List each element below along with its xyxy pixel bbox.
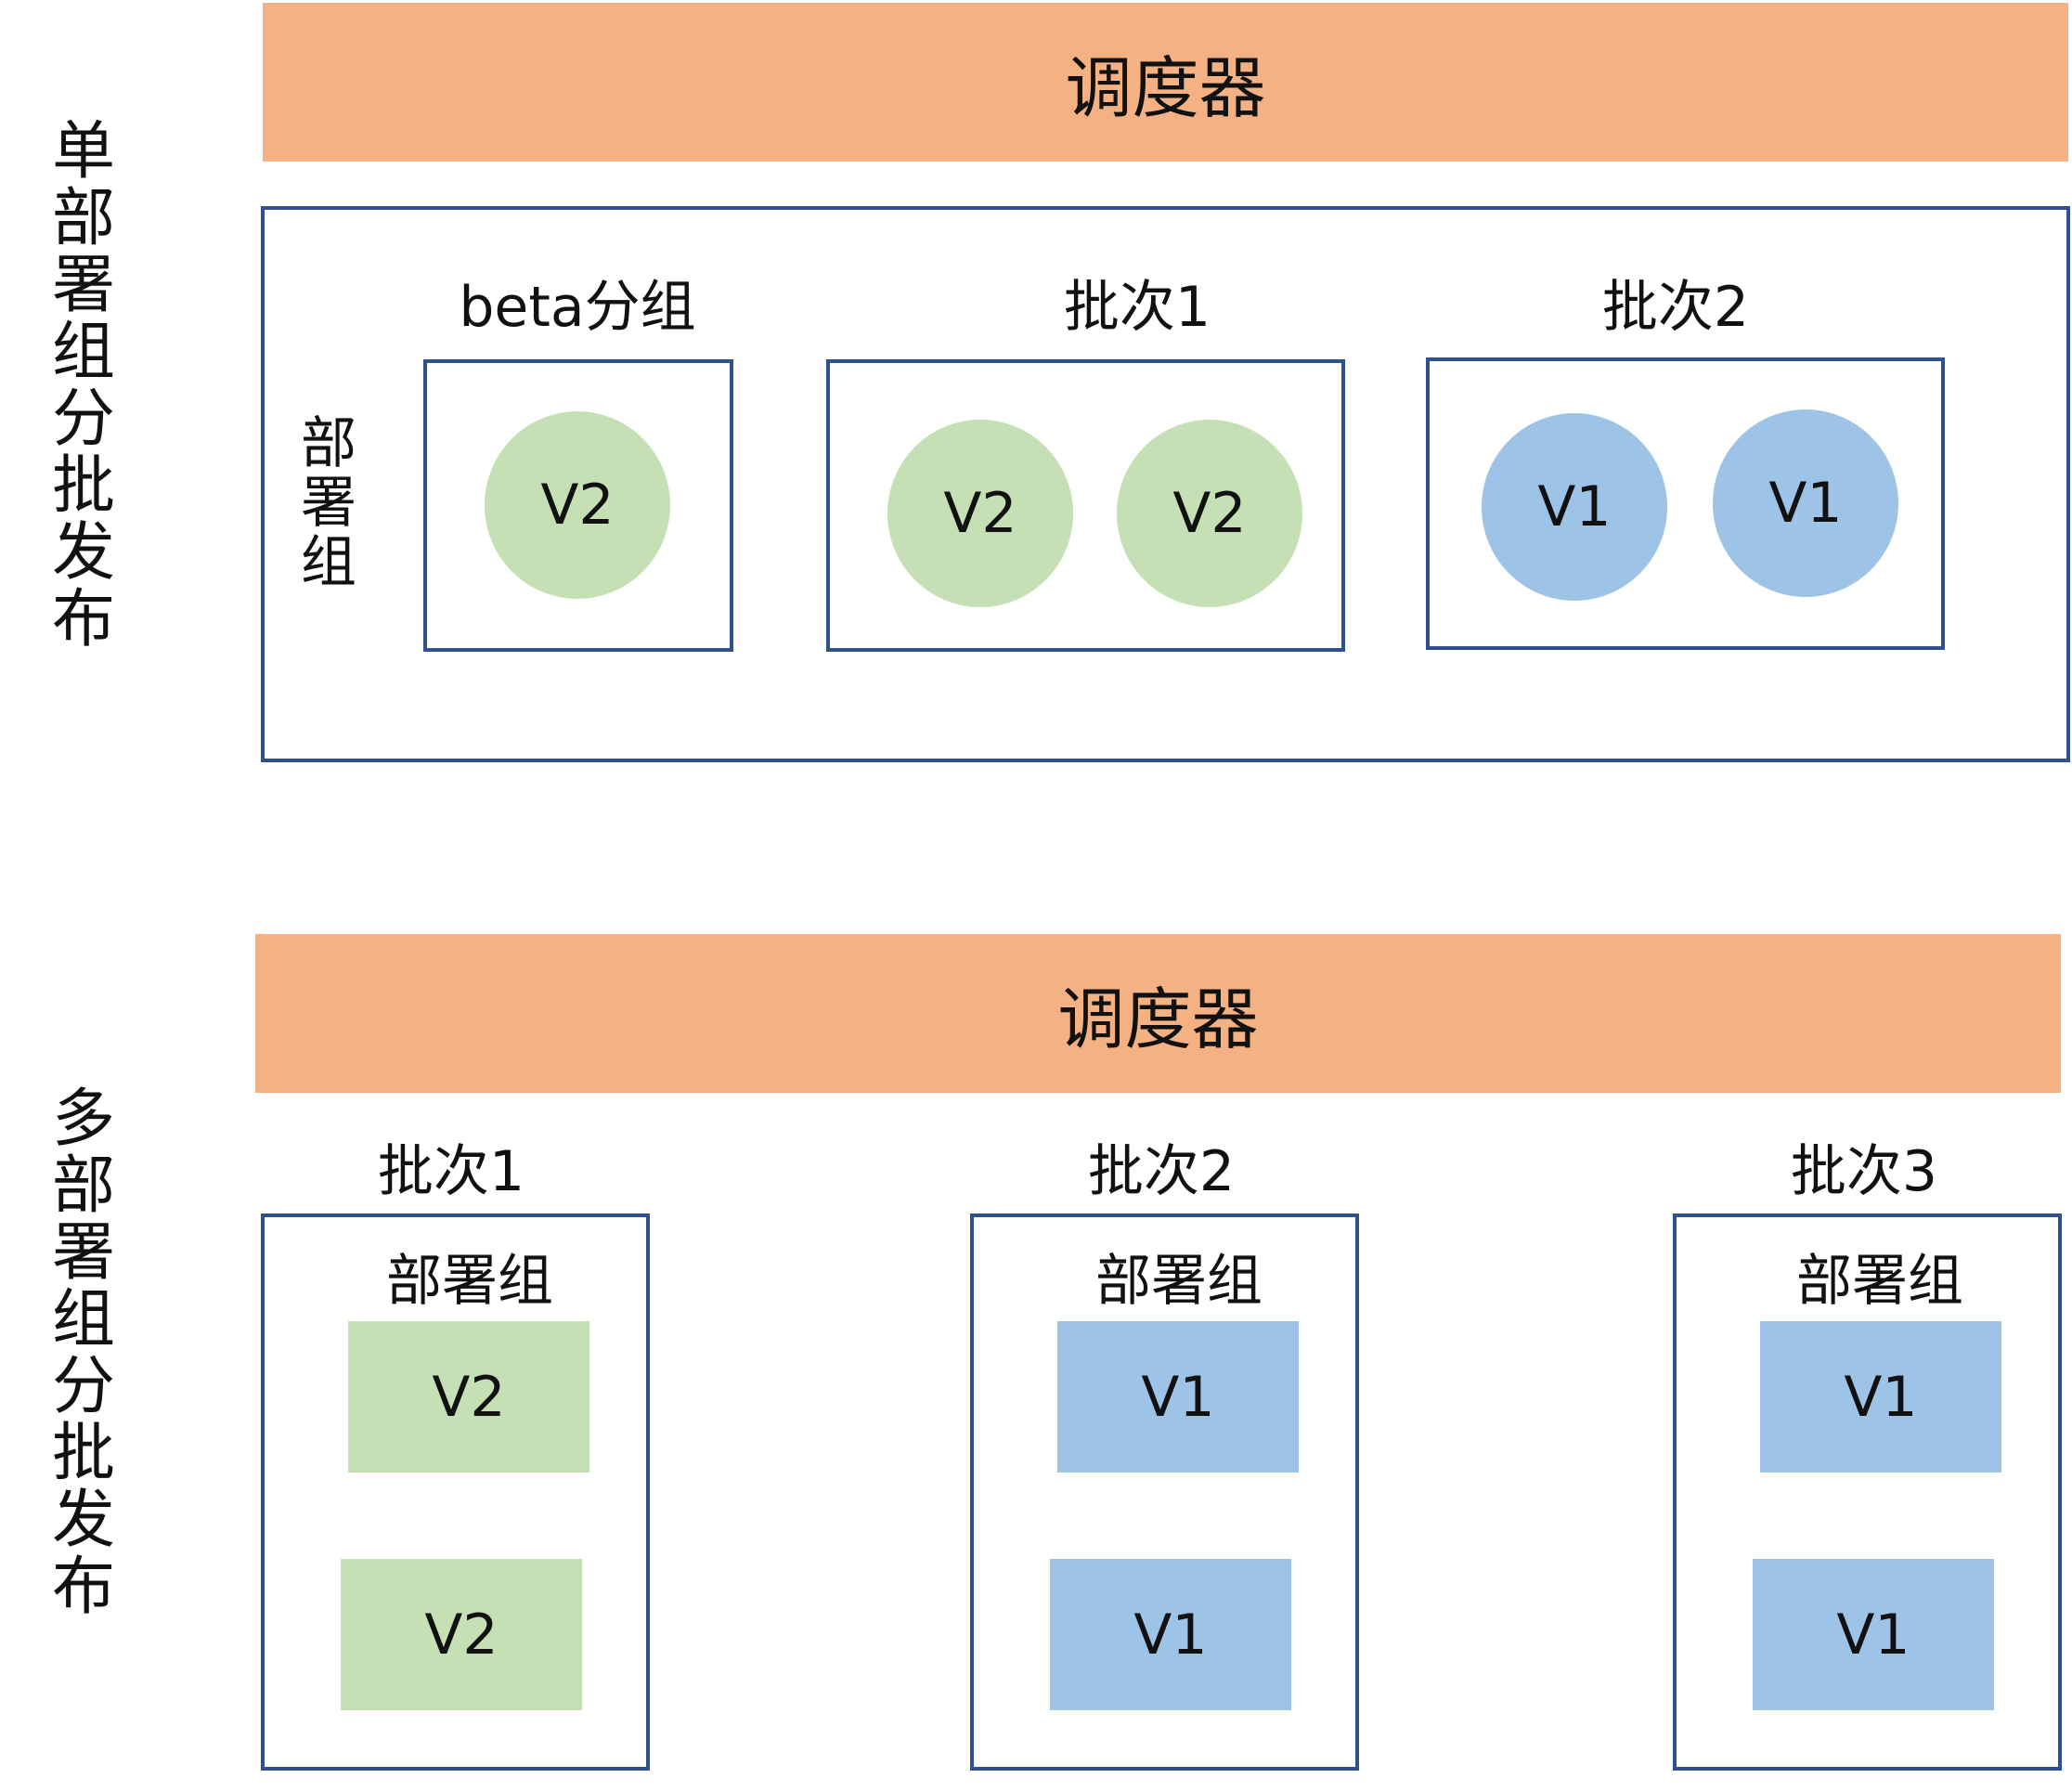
instance-v2: V2 <box>341 1559 582 1710</box>
deployment-group-label: 部署组 <box>301 411 356 595</box>
instance-v1: V1 <box>1050 1559 1291 1710</box>
instance-v1: V1 <box>1713 409 1898 597</box>
multi-group-label-1: 部署组 <box>386 1249 553 1314</box>
batch-box-1 <box>826 359 1345 652</box>
batch-box-beta <box>423 359 733 652</box>
instance-v1: V1 <box>1057 1321 1299 1473</box>
multi-group-label-3: 部署组 <box>1796 1249 1963 1314</box>
multi-batch-title-3: 批次3 <box>1790 1139 1938 1204</box>
scheduler-bar-bottom: 调度器 <box>255 934 2061 1093</box>
multi-batch-title-2: 批次2 <box>1087 1139 1236 1204</box>
instance-v2: V2 <box>1117 420 1302 607</box>
instance-v2: V2 <box>348 1321 589 1473</box>
batch-title-1: 批次1 <box>1063 275 1211 340</box>
multi-batch-box-3 <box>1673 1213 2062 1771</box>
batch-title-2: 批次2 <box>1601 275 1750 340</box>
multi-batch-box-2 <box>970 1213 1359 1771</box>
single-side-label: 单部署组分批发布 <box>51 115 115 656</box>
instance-v1: V1 <box>1753 1559 1994 1710</box>
multi-batch-box-1 <box>261 1213 650 1771</box>
multi-side-label: 多部署组分批发布 <box>51 1083 115 1624</box>
scheduler-bar-top: 调度器 <box>263 3 2068 162</box>
instance-v1: V1 <box>1760 1321 2001 1473</box>
multi-batch-title-1: 批次1 <box>377 1139 525 1204</box>
deployment-group-frame <box>261 206 2070 762</box>
instance-v1: V1 <box>1482 413 1667 601</box>
batch-title-beta: beta分组 <box>459 275 696 340</box>
instance-v2: V2 <box>887 420 1073 607</box>
batch-box-2 <box>1426 357 1945 650</box>
multi-group-label-2: 部署组 <box>1095 1249 1263 1314</box>
instance-v2: V2 <box>485 411 670 599</box>
